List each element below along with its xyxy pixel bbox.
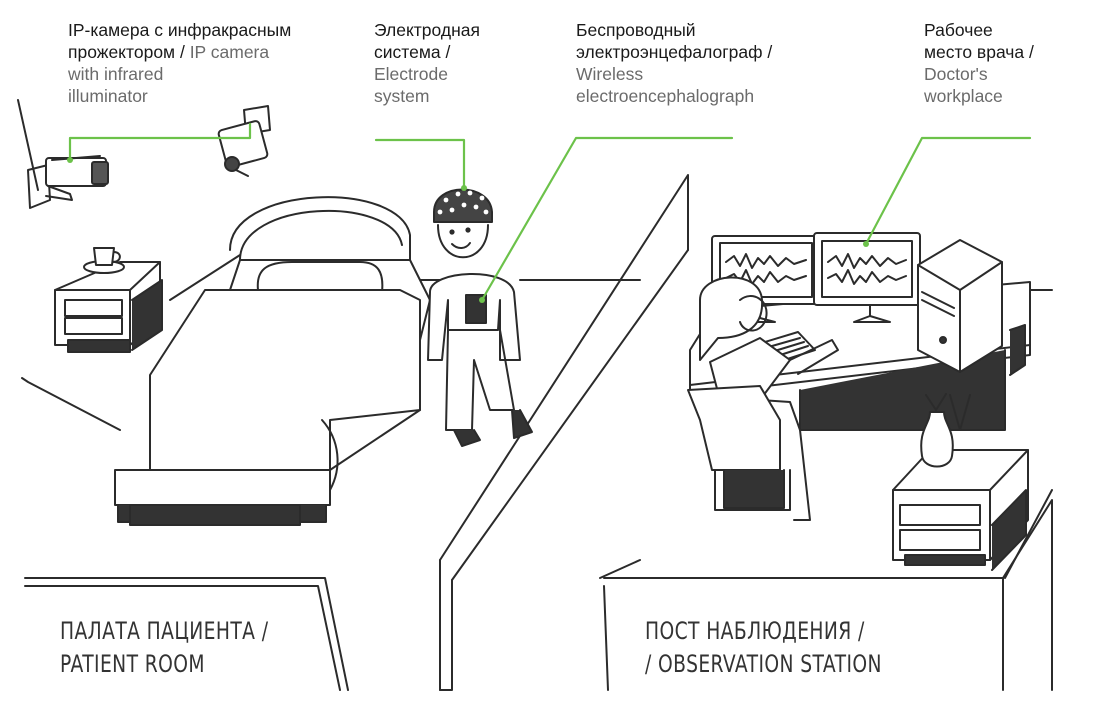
doctor-chair [687, 385, 791, 511]
eeg-label-ru1: Беспроводный [576, 20, 696, 40]
doctor-callout-label: Рабочее место врача / Doctor's workplace [924, 19, 1034, 107]
doctor-label-en1: Doctor's [924, 64, 988, 84]
vase-icon [920, 393, 954, 468]
camera-callout-label: IP-камера с инфракрасным прожектором / I… [68, 19, 291, 107]
cup-icon [83, 247, 125, 274]
patient-icon [427, 188, 533, 447]
patient-room-label-frame [24, 577, 349, 691]
camera-leader-line [68, 122, 252, 162]
doctor-label-ru2: место врача / [924, 42, 1034, 62]
station-label: ПОСТ НАБЛЮДЕНИЯ / / OBSERVATION STATION [645, 615, 882, 681]
electrode-leader-dot [461, 185, 467, 191]
eeg-label-ru2: электроэнцефалограф / [576, 42, 773, 62]
doctor-label-en2: workplace [924, 86, 1003, 106]
camera-label-en1: IP camera [189, 42, 270, 62]
eeg-callout-label: Беспроводный электроэнцефалограф / Wirel… [576, 19, 772, 107]
nightstand-icon [892, 449, 1029, 571]
electrode-callout-label: Электродная система / Electrode system [374, 19, 480, 107]
electrode-leader-line [374, 138, 466, 190]
doctor-label-ru1: Рабочее [924, 20, 993, 40]
electrode-label-en2: system [374, 86, 430, 106]
eeg-leader-dot [479, 297, 485, 303]
doctor-leader-line [864, 136, 1032, 246]
electrode-label-ru2: система / [374, 42, 451, 62]
camera-label-en2: with infrared [68, 64, 164, 84]
eeg-leader-line [480, 136, 734, 302]
patient-room-label-en: PATIENT ROOM [60, 650, 205, 678]
bed-icon [114, 196, 431, 526]
eeg-label-en2: electroencephalograph [576, 86, 755, 106]
patient-room-label-ru: ПАЛАТА ПАЦИЕНТА / [60, 617, 269, 645]
computer-tower-icon [917, 239, 1003, 373]
electrode-label-ru1: Электродная [374, 20, 480, 40]
ip-camera-icon [27, 155, 109, 209]
eeg-label-en1: Wireless [576, 64, 644, 84]
eeg-cap-icon [437, 190, 489, 215]
nightstand-icon [54, 261, 163, 353]
electrode-label-en1: Electrode [374, 64, 448, 84]
station-label-ru: ПОСТ НАБЛЮДЕНИЯ / [645, 617, 865, 645]
camera-leader-dot [67, 157, 73, 163]
station-label-en: / OBSERVATION STATION [645, 650, 882, 678]
doctor-leader-dot [863, 241, 869, 247]
monitor-icon [813, 232, 921, 323]
camera-label-ru2: прожектором / [68, 42, 185, 62]
station-label-frame [603, 499, 1053, 691]
patient-room-label: ПАЛАТА ПАЦИЕНТА / PATIENT ROOM [60, 615, 268, 681]
camera-label-ru: IP-камера с инфракрасным [68, 20, 292, 40]
doctor-icon [699, 276, 839, 521]
ip-camera-icon [217, 105, 271, 177]
camera-label-en3: illuminator [68, 86, 148, 106]
